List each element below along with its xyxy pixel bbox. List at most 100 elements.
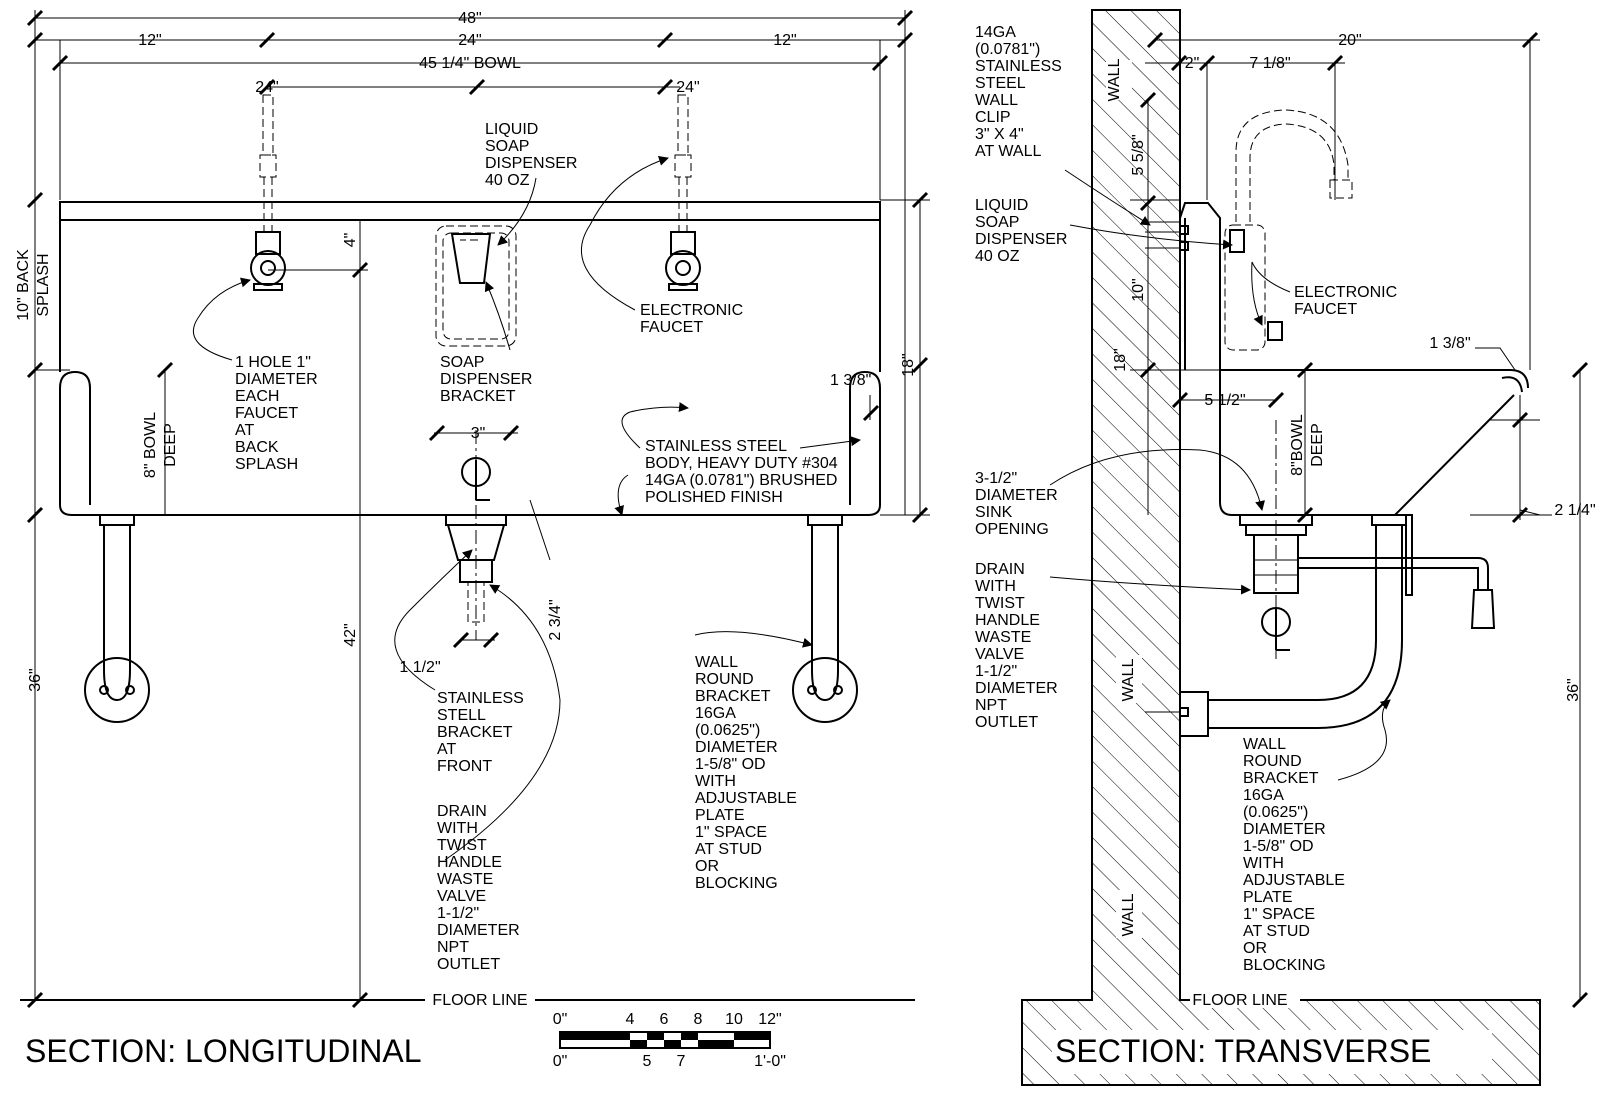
backsplash-transverse — [1145, 202, 1221, 370]
svg-text:LIQUID: LIQUID — [485, 121, 538, 138]
section-title-longitudinal: SECTION: LONGITUDINAL — [25, 1033, 422, 1069]
dim-height-18-t: 18" — [1112, 348, 1129, 371]
dim-height-10: 10" — [1130, 278, 1147, 301]
dim-drain-2-3-4: 2 3/4" — [547, 599, 564, 640]
dim-height-36-t: 36" — [1565, 678, 1582, 701]
callout-stainless-body: STAINLESS STEEL BODY, HEAVY DUTY #304 14… — [645, 438, 838, 506]
dim-drain-5-1-2: 5 1/2" — [1204, 392, 1245, 409]
svg-text:PLATE: PLATE — [695, 807, 745, 824]
svg-text:BRACKET: BRACKET — [1243, 770, 1319, 787]
svg-text:SOAP: SOAP — [440, 354, 484, 371]
svg-text:AT STUD: AT STUD — [1243, 923, 1310, 940]
dim-right-12: 12" — [773, 32, 796, 49]
soap-dispenser — [435, 225, 517, 347]
side-dimensions: 18" 1 3/8" 4" 42" 36" 3" 2 3/4" 1 1/2" — [26, 191, 930, 1009]
callout-soap-dispenser: LIQUID SOAP DISPENSER 40 OZ — [485, 121, 577, 189]
svg-text:WASTE: WASTE — [975, 629, 1031, 646]
longitudinal-section: 48" 12" 24" 12" 45 1/4" BOWL 24" 24" — [15, 9, 930, 1070]
centerline-symbol — [461, 457, 491, 501]
svg-text:WITH: WITH — [437, 820, 478, 837]
svg-text:3" X 4": 3" X 4" — [975, 126, 1024, 143]
callout-wall-bracket: WALL ROUND BRACKET 16GA (0.0625") DIAMET… — [695, 654, 797, 892]
svg-text:FAUCET: FAUCET — [235, 405, 298, 422]
svg-text:ADJUSTABLE: ADJUSTABLE — [695, 790, 797, 807]
svg-text:AT: AT — [235, 422, 254, 439]
svg-text:POLISHED FINISH: POLISHED FINISH — [645, 489, 783, 506]
svg-text:ROUND: ROUND — [1243, 753, 1302, 770]
svg-text:OUTLET: OUTLET — [437, 956, 500, 973]
svg-text:BRACKET: BRACKET — [695, 688, 771, 705]
svg-text:FAUCET: FAUCET — [640, 319, 703, 336]
label-bowl-deep-1: 8" BOWL — [142, 412, 159, 478]
scale-top-0: 0" — [553, 1011, 568, 1028]
floor-line-label: FLOOR LINE — [432, 992, 527, 1009]
svg-text:DIAMETER: DIAMETER — [975, 487, 1058, 504]
svg-text:ELECTRONIC: ELECTRONIC — [1294, 284, 1397, 301]
faucet-left — [250, 231, 286, 291]
svg-text:1" SPACE: 1" SPACE — [1243, 906, 1315, 923]
svg-text:1-1/2": 1-1/2" — [437, 905, 479, 922]
dim-height-5-5-8: 5 5/8" — [1130, 134, 1147, 175]
callout-front-bracket: STAINLESS STELL BRACKET AT FRONT — [437, 690, 524, 775]
callout-faucet-hole: 1 HOLE 1" DIAMETER EACH FAUCET AT BACK S… — [235, 354, 318, 473]
scale-top-12: 12" — [758, 1011, 781, 1028]
wall-label-mid: WALL — [1120, 658, 1137, 701]
dim-drain-3: 3" — [471, 425, 486, 442]
sink-bowl-transverse — [1219, 369, 1529, 516]
svg-text:1-5/8" OD: 1-5/8" OD — [1243, 838, 1314, 855]
wall: WALL WALL WALL FLOOR LINE — [1021, 9, 1541, 1086]
svg-text:BRACKET: BRACKET — [440, 388, 516, 405]
wall-label-top: WALL — [1106, 58, 1123, 101]
svg-text:DISPENSER: DISPENSER — [440, 371, 532, 388]
dim-reach-7-1-8: 7 1/8" — [1249, 55, 1290, 72]
svg-text:1-5/8" OD: 1-5/8" OD — [695, 756, 766, 773]
label-bowl-deep-t2: DEEP — [1309, 423, 1326, 467]
floor-line-label-transverse: FLOOR LINE — [1192, 992, 1287, 1009]
svg-text:DIAMETER: DIAMETER — [437, 922, 520, 939]
svg-text:(0.0781"): (0.0781") — [975, 41, 1040, 58]
transverse-section: WALL WALL WALL FLOOR LINE — [975, 9, 1596, 1086]
svg-text:STEEL: STEEL — [975, 75, 1026, 92]
callout-wall-bracket-t: WALL ROUND BRACKET 16GA (0.0625") DIAMET… — [1243, 736, 1345, 974]
svg-text:TWIST: TWIST — [437, 837, 487, 854]
dim-drop-2-1-4: 2 1/4" — [1554, 502, 1595, 519]
svg-text:NPT: NPT — [975, 697, 1007, 714]
callout-electronic-faucet: ELECTRONIC FAUCET — [640, 302, 743, 336]
svg-text:1-1/2": 1-1/2" — [975, 663, 1017, 680]
drain-transverse — [1239, 420, 1496, 660]
svg-text:AT WALL: AT WALL — [975, 143, 1041, 160]
wall-bracket-transverse — [1145, 514, 1413, 737]
svg-text:DIAMETER: DIAMETER — [1243, 821, 1326, 838]
faucet-spouts — [259, 94, 692, 232]
svg-text:HANDLE: HANDLE — [975, 612, 1040, 629]
dim-height-18: 18" — [900, 353, 917, 376]
svg-text:16GA: 16GA — [1243, 787, 1284, 804]
svg-text:(0.0625"): (0.0625") — [1243, 804, 1308, 821]
svg-text:ELECTRONIC: ELECTRONIC — [640, 302, 743, 319]
top-dimensions: 48" 12" 24" 12" 45 1/4" BOWL 24" 24" — [26, 9, 914, 1000]
scale-bottom-7: 7 — [677, 1053, 686, 1070]
svg-text:DRAIN: DRAIN — [975, 561, 1025, 578]
svg-text:SOAP: SOAP — [485, 138, 529, 155]
centerline-symbol-transverse — [1261, 607, 1291, 651]
svg-text:EACH: EACH — [235, 388, 279, 405]
svg-text:BRACKET: BRACKET — [437, 724, 513, 741]
wall-label-low: WALL — [1120, 893, 1137, 936]
faucet-transverse — [1224, 109, 1353, 351]
scale-top-10: 10 — [725, 1011, 743, 1028]
svg-text:(0.0625"): (0.0625") — [695, 722, 760, 739]
svg-text:WASTE: WASTE — [437, 871, 493, 888]
label-back-splash-1: 10" BACK — [15, 249, 32, 321]
svg-text:WITH: WITH — [695, 773, 736, 790]
backsplash — [59, 201, 881, 372]
svg-text:40 OZ: 40 OZ — [485, 172, 530, 189]
dim-bowl: 45 1/4" BOWL — [419, 55, 521, 72]
svg-text:VALVE: VALVE — [437, 888, 486, 905]
svg-text:STELL: STELL — [437, 707, 486, 724]
dim-lip: 1 3/8" — [830, 372, 871, 389]
floor-line-longitudinal: FLOOR LINE — [20, 992, 915, 1009]
callout-soap-bracket: SOAP DISPENSER BRACKET — [440, 354, 532, 405]
svg-text:WALL: WALL — [1243, 736, 1286, 753]
leaders-longitudinal — [192, 155, 861, 861]
scale-top-8: 8 — [694, 1011, 703, 1028]
